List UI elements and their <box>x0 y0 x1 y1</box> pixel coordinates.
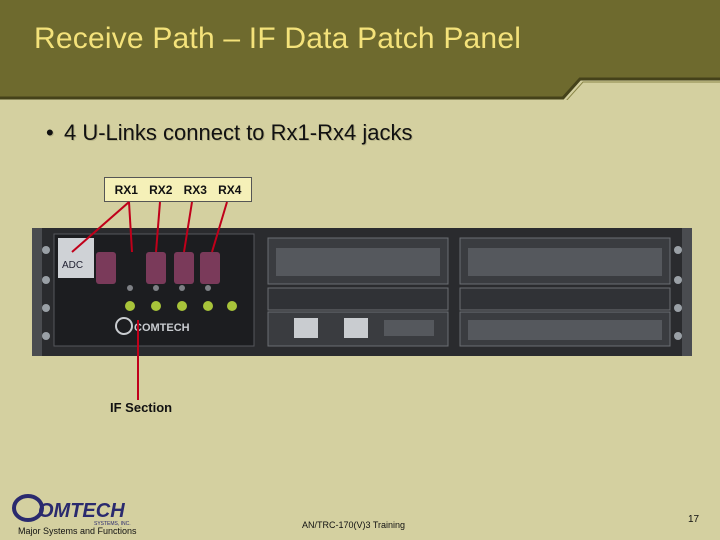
page-number: 17 <box>688 514 700 525</box>
bullet-item: • 4 U-Links connect to Rx1-Rx4 jacks <box>46 120 412 146</box>
footer-center-text: AN/TRC-170(V)3 Training <box>302 520 406 530</box>
rx4-label: RX4 <box>218 182 242 197</box>
device-brand-label: COMTECH <box>134 322 190 334</box>
comtech-logo: OMTECH SYSTEMS, INC. <box>12 494 131 527</box>
footer-left-text: Major Systems and Functions <box>18 526 137 536</box>
bullet-marker: • <box>46 120 54 145</box>
patch-panel-image: ADC COMTECH <box>32 228 692 356</box>
title-bar <box>0 0 720 100</box>
rx2-label: RX2 <box>149 182 173 197</box>
logo-tagline: SYSTEMS, INC. <box>94 521 131 527</box>
logo-name: OMTECH <box>38 500 125 522</box>
rx3-label: RX3 <box>183 182 207 197</box>
if-section-label: IF Section <box>110 400 173 415</box>
rx-label-box: RX1 RX2 RX3 RX4 <box>104 177 252 202</box>
rx1-label: RX1 <box>114 182 138 197</box>
page-title: Receive Path – IF Data Patch Panel <box>34 22 522 55</box>
adc-label: ADC <box>62 260 83 271</box>
bullet-text: 4 U-Links connect to Rx1-Rx4 jacks <box>64 120 413 145</box>
